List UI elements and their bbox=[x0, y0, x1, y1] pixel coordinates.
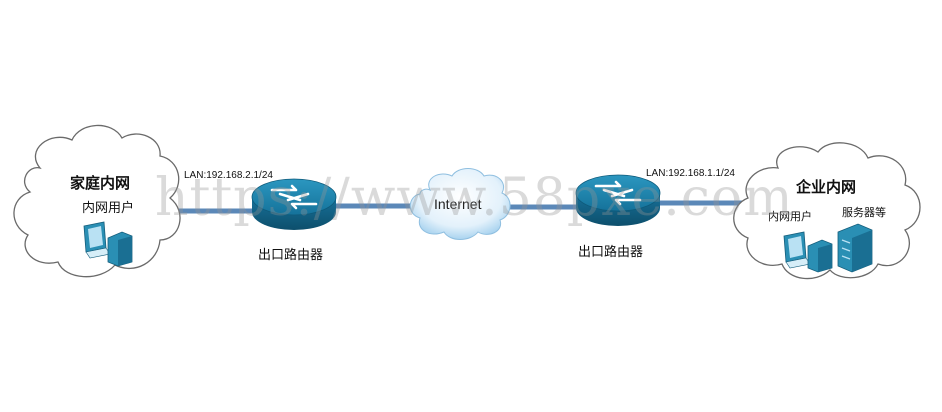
router-right-label: 出口路由器 bbox=[578, 245, 644, 260]
links bbox=[172, 200, 742, 214]
enterprise-user-label: 内网用户 bbox=[768, 210, 812, 223]
watermark-text: https://www.58pxe.com bbox=[155, 168, 794, 228]
internet-cloud bbox=[409, 168, 511, 240]
internet-label: Internet bbox=[434, 196, 482, 212]
router-left-label: 出口路由器 bbox=[258, 248, 324, 263]
enterprise-network-title: 企业内网 bbox=[796, 178, 857, 196]
enterprise-pc-icon bbox=[783, 231, 833, 273]
router-left-icon bbox=[251, 178, 337, 230]
home-network-cloud bbox=[13, 124, 181, 278]
router-right-icon bbox=[575, 174, 661, 226]
home-network-title: 家庭内网 bbox=[70, 174, 131, 192]
home-user-label: 内网用户 bbox=[82, 201, 135, 216]
router-right-lan: LAN:192.168.1.1/24 bbox=[646, 168, 735, 179]
enterprise-network-cloud bbox=[733, 142, 921, 280]
home-pc-icon bbox=[83, 221, 133, 267]
router-left-lan: LAN:192.168.2.1/24 bbox=[184, 170, 273, 181]
enterprise-server-icon bbox=[837, 223, 873, 273]
enterprise-server-label: 服务器等 bbox=[842, 206, 886, 219]
